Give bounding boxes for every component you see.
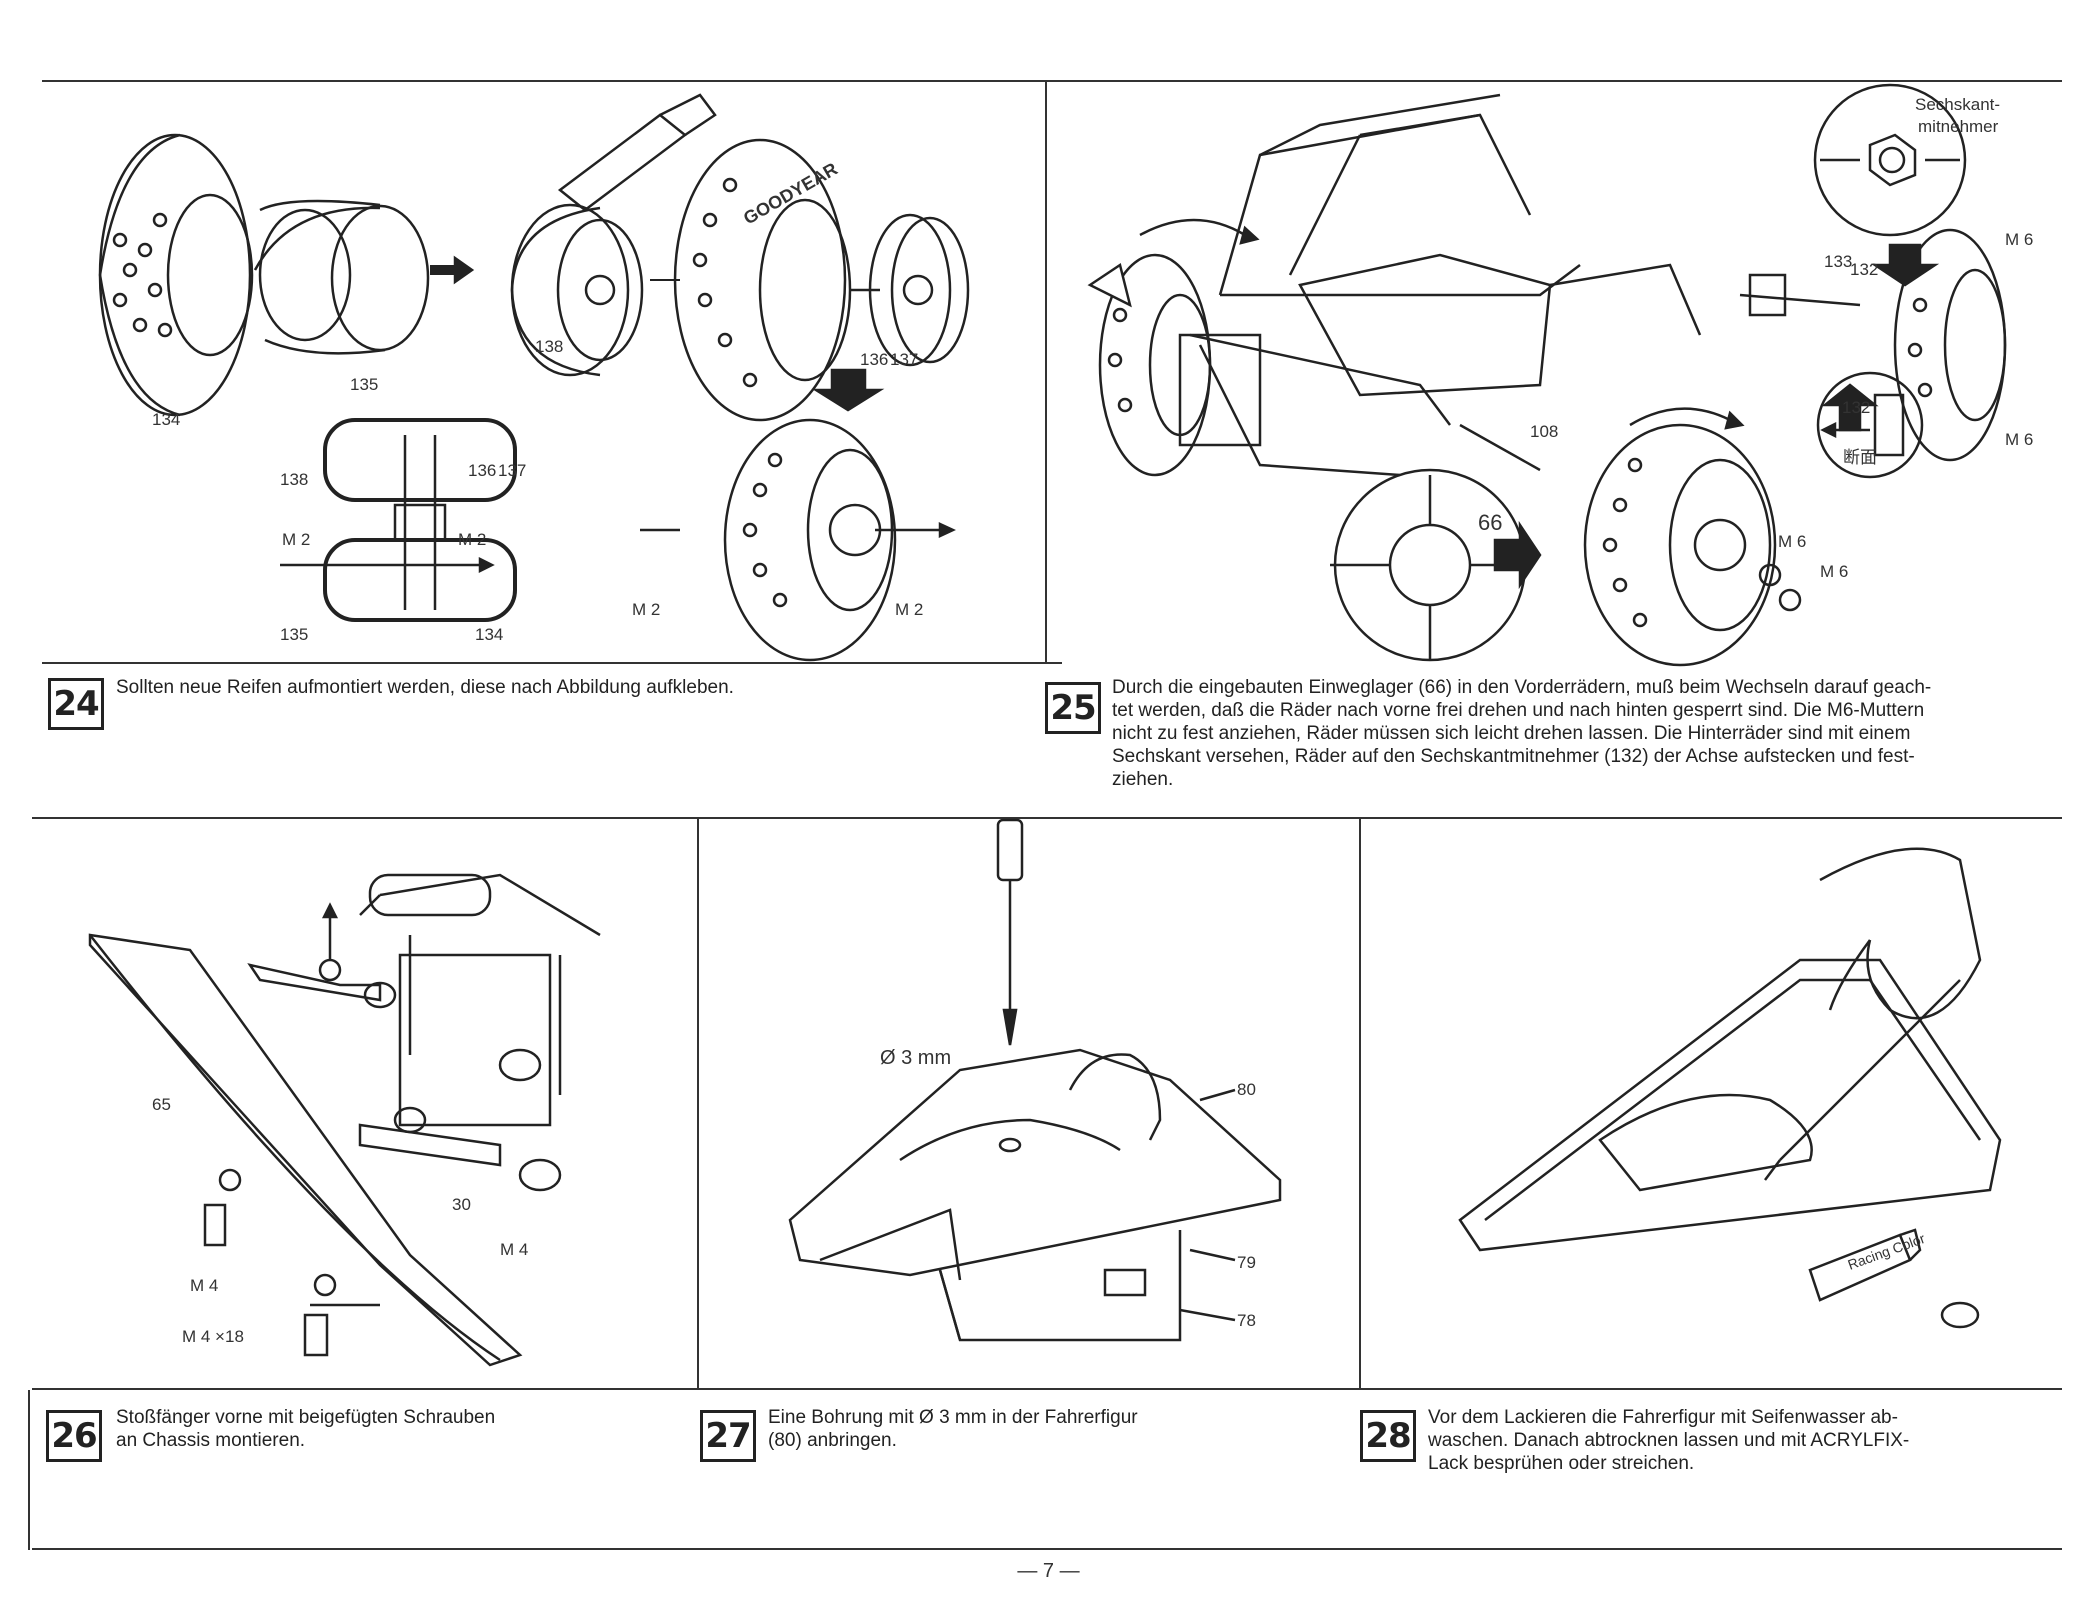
m4x18-label: M 4 ×18 [182,1327,244,1346]
part-133-label: 133 [1824,252,1852,271]
part-134-label: 134 [152,410,180,429]
m6-label-1: M 6 [2005,230,2033,249]
part-66-label: 66 [1478,510,1502,535]
step-25-illustration: Sechskant- mitnehmer M 6 133 132 M 6 132… [1087,83,2033,667]
part-132-section-label: 132 [1842,398,1870,417]
step-27-number: 27 [700,1410,756,1462]
part-136-section-label: 136 [468,461,496,480]
m2-label-wheel-right: M 2 [895,600,923,619]
m4-label-bracket: M 4 [500,1240,528,1259]
step-28-text: Vor dem Lackieren die Fahrerfigur mit Se… [1428,1407,1910,1474]
m6-label-3: M 6 [1778,532,1806,551]
part-108-label: 108 [1530,422,1558,441]
part-135-section-label: 135 [280,625,308,644]
part-30-label: 30 [452,1195,471,1214]
m6-label-4: M 6 [1820,562,1848,581]
m4-label-washer: M 4 [190,1276,218,1295]
step-27-text: Eine Bohrung mit Ø 3 mm in der Fahrerfig… [768,1407,1138,1451]
part-132-label: 132 [1850,260,1878,279]
part-137-section-label: 137 [498,461,526,480]
step-28-number: 28 [1360,1410,1416,1462]
sechskant-label-2: mitnehmer [1918,117,1999,136]
danmen-label: 断面 [1843,448,1877,467]
part-138-section-label: 138 [280,470,308,489]
part-138-label: 138 [535,337,563,356]
part-137-label: 137 [890,350,918,369]
sechskant-label-1: Sechskant- [1915,95,2000,114]
rule-page-bottom [32,1548,2062,1550]
step-27-illustration: Ø 3 mm 80 79 78 [788,818,1282,1342]
part-135-label: 135 [350,375,378,394]
m2-label-right: M 2 [458,530,486,549]
part-80-label: 80 [1237,1080,1256,1099]
step-26-illustration: 65 30 M 4 M 4 M 4 ×18 [88,873,601,1367]
step-28-illustration: Racing Color [1458,847,2002,1329]
step-25-number: 25 [1045,682,1101,734]
vertical-divider-26-27 [697,817,699,1390]
step-26-number: 26 [46,1410,102,1462]
step-25-text: Durch die eingebauten Einweglager (66) i… [1112,677,1932,790]
page-number: — 7 — [1017,1560,1080,1582]
part-78-label: 78 [1237,1311,1256,1330]
m2-label-wheel-left: M 2 [632,600,660,619]
step-24-illustration: 134 135 138 136 137 138 136 137 M 2 M 2 … [98,93,970,662]
vertical-divider-27-28 [1359,817,1361,1390]
part-79-label: 79 [1237,1253,1256,1272]
part-134-section-label: 134 [475,625,503,644]
step-24-text: Sollten neue Reifen aufmontiert werden, … [116,677,734,698]
rule-row2-top [32,817,2062,819]
step-24-number: 24 [48,678,104,730]
left-edge-rule [28,1390,30,1550]
vertical-divider-24-25 [1045,80,1047,662]
m2-label-left: M 2 [282,530,310,549]
top-rule [42,80,2062,82]
rule-row1-bottom [42,662,1062,664]
rule-row2-illus-bottom [32,1388,2062,1390]
part-65-label: 65 [152,1095,171,1114]
part-136-label: 136 [860,350,888,369]
diameter-3mm-label: Ø 3 mm [880,1047,951,1069]
step-26-text: Stoßfänger vorne mit beigefügten Schraub… [116,1407,496,1451]
m6-label-2: M 6 [2005,430,2033,449]
